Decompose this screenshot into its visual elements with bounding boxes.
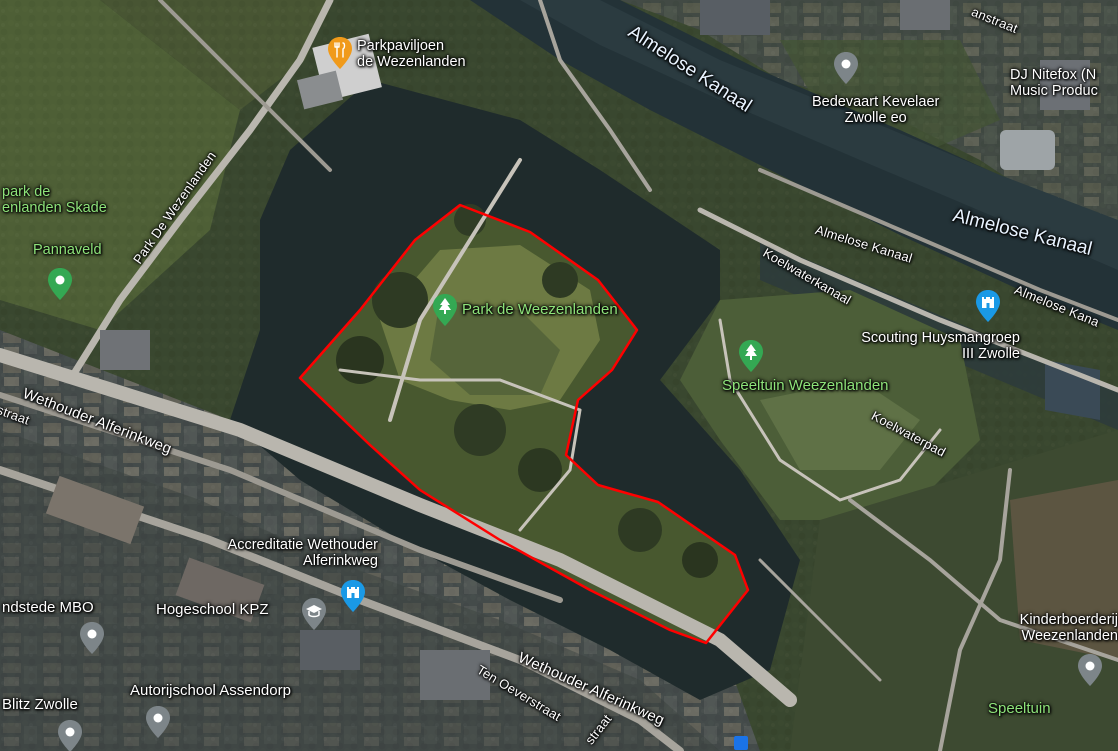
parkpaviljoen-label[interactable]: Parkpaviljoen de Wezenlanden: [357, 38, 466, 70]
bus-stop-icon[interactable]: [734, 736, 748, 750]
place-icon: [146, 706, 170, 738]
place-icon: [80, 622, 104, 654]
place-icon: [1078, 654, 1102, 686]
accreditatie-pin[interactable]: [341, 580, 365, 612]
pannaveld-label[interactable]: Pannaveld: [33, 242, 102, 258]
park-weezenlanden-pin[interactable]: [433, 294, 457, 326]
bedevaart-pin[interactable]: [834, 52, 858, 84]
speeltuin-weezenlanden-pin[interactable]: [739, 340, 763, 372]
blitz-pin[interactable]: [58, 720, 82, 751]
pannaveld-pin[interactable]: [48, 268, 72, 300]
autorijschool-pin[interactable]: [146, 706, 170, 738]
tree-icon: [739, 340, 763, 372]
scouting-pin[interactable]: [976, 290, 1000, 322]
place-icon: [58, 720, 82, 751]
school-icon: [302, 598, 326, 630]
park-weezenlanden-label[interactable]: Park de Weezenlanden: [462, 301, 618, 318]
autorijschool-label[interactable]: Autorijschool Assendorp: [130, 682, 291, 699]
scouting-label[interactable]: Scouting Huysmangroep III Zwolle: [861, 330, 1020, 362]
place-icon: [834, 52, 858, 84]
castle-icon: [976, 290, 1000, 322]
mbo-pin[interactable]: [80, 622, 104, 654]
speeltuin-weezenlanden-label[interactable]: Speeltuin Weezenlanden: [722, 377, 889, 394]
park-skade-label[interactable]: park de enlanden Skade: [2, 184, 107, 216]
bedevaart-label[interactable]: Bedevaart Kevelaer Zwolle eo: [812, 94, 940, 126]
hogeschool-label[interactable]: Hogeschool KPZ: [156, 601, 269, 618]
mbo-label[interactable]: ndstede MBO: [2, 599, 94, 616]
castle-icon: [341, 580, 365, 612]
blitz-label[interactable]: Blitz Zwolle: [2, 696, 78, 713]
place-icon: [48, 268, 72, 300]
restaurant-icon: [328, 37, 352, 69]
accreditatie-label[interactable]: Accreditatie Wethouder Alferinkweg: [227, 537, 378, 569]
hogeschool-pin[interactable]: [302, 598, 326, 630]
speeltuin-label[interactable]: Speeltuin: [988, 700, 1051, 717]
parkpaviljoen-pin[interactable]: [328, 37, 352, 69]
kinderboerderij-pin[interactable]: [1078, 654, 1102, 686]
kinderboerderij-label[interactable]: Kinderboerderij Weezenlanden: [1019, 612, 1118, 644]
tree-icon: [433, 294, 457, 326]
dj-nitefox-label[interactable]: DJ Nitefox (N Music Produc: [1010, 67, 1098, 99]
